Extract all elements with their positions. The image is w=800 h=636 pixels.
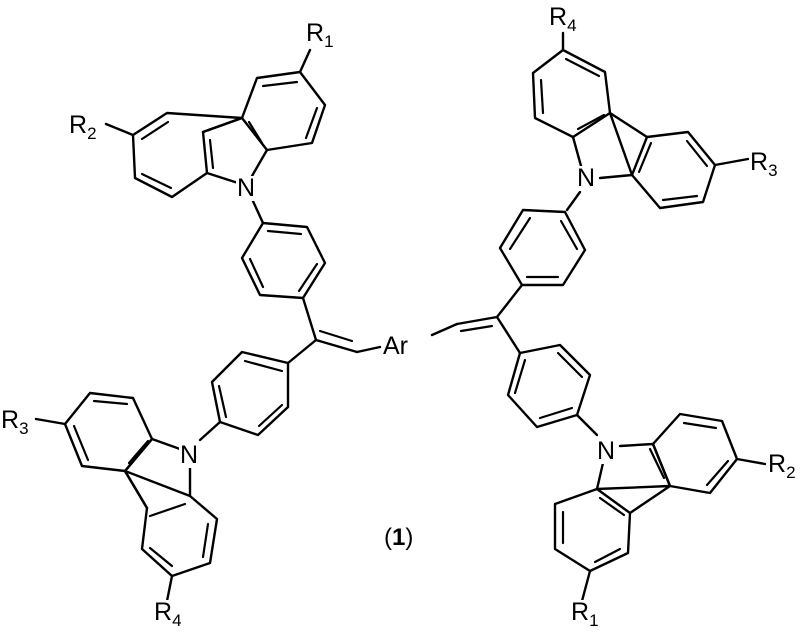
substituent-r1-bottom-right: R1 bbox=[570, 598, 600, 630]
substituent-r4-bottom-left: R4 bbox=[153, 598, 183, 630]
substituent-r2-bottom-right: R2 bbox=[767, 450, 797, 482]
nitrogen-atom-top-right: N bbox=[576, 164, 597, 192]
phenyl-bottom-left bbox=[198, 350, 290, 442]
nitrogen-atom-top-left: N bbox=[236, 174, 257, 202]
carbazole-bottom-right bbox=[553, 412, 767, 603]
phenyl-top-left bbox=[240, 221, 327, 300]
vinyl-right bbox=[430, 283, 524, 355]
substituent-r3-bottom-left: R3 bbox=[0, 406, 30, 438]
phenyl-top-right bbox=[498, 208, 587, 287]
vinyl-left bbox=[286, 296, 382, 365]
substituent-r1-top-left: R1 bbox=[305, 19, 335, 51]
carbazole-bottom-left bbox=[34, 391, 219, 603]
phenyl-bottom-right bbox=[506, 343, 599, 437]
substituent-r2-top-left: R2 bbox=[68, 111, 98, 143]
nitrogen-atom-bottom-left: N bbox=[179, 441, 200, 469]
aryl-core-label: Ar bbox=[382, 332, 409, 360]
substituent-r4-top-right: R4 bbox=[548, 3, 578, 35]
nitrogen-atom-bottom-right: N bbox=[596, 437, 617, 465]
substituent-r3-top-right: R3 bbox=[749, 148, 779, 180]
carbazole-top-right bbox=[531, 31, 750, 212]
compound-number-label: (1) bbox=[384, 524, 414, 551]
carbazole-top-left bbox=[104, 48, 327, 225]
